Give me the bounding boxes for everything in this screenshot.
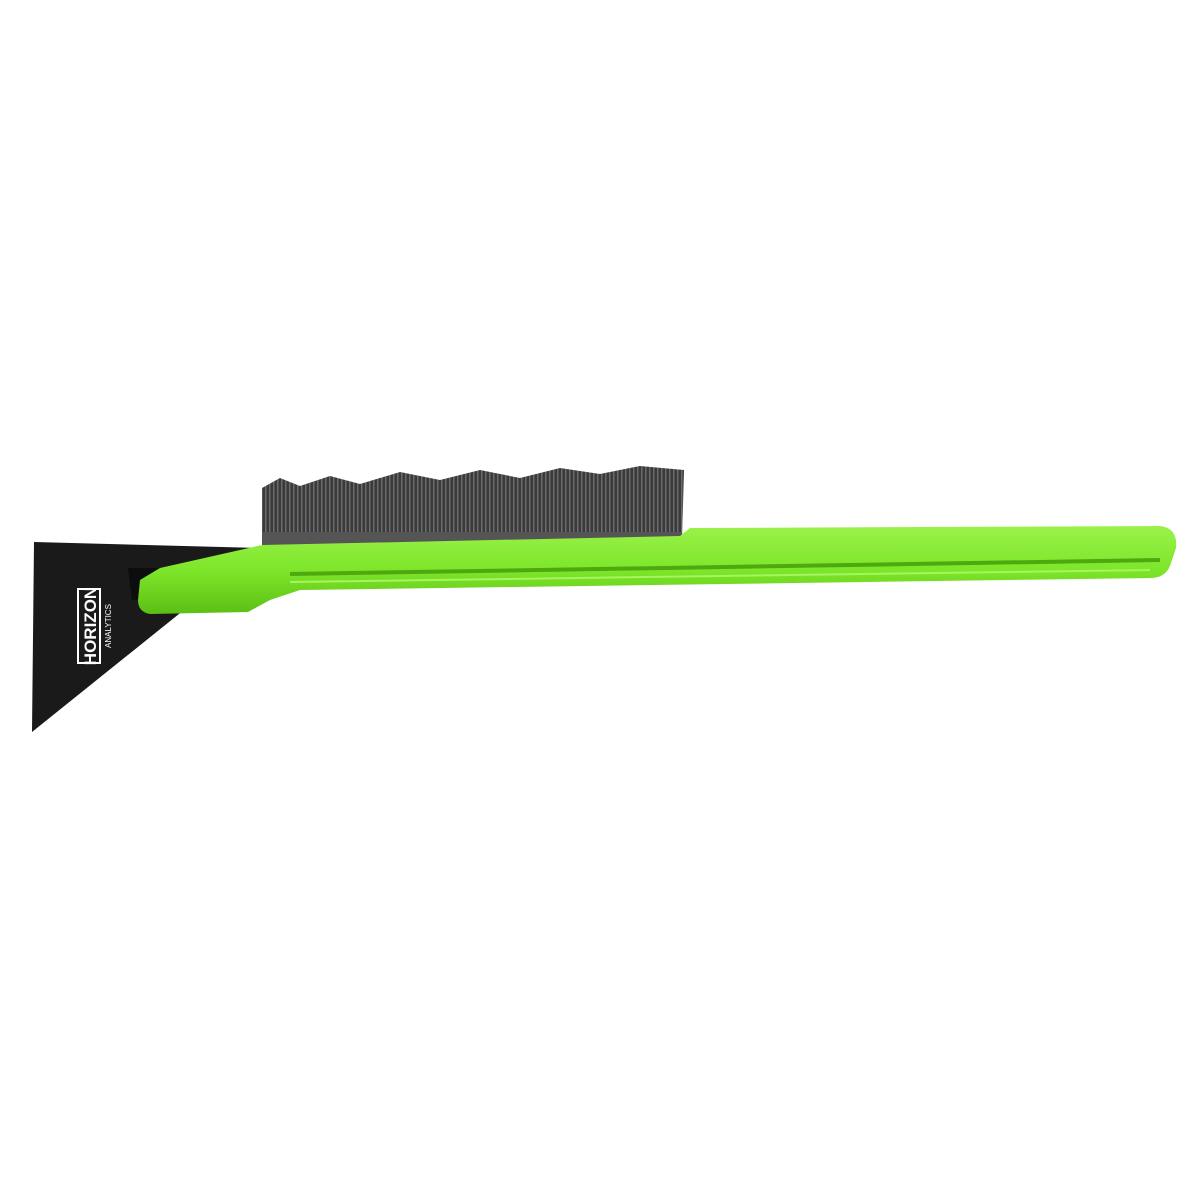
brush-handle	[138, 526, 1177, 614]
brand-logo: HORIZON ANALYTICS	[77, 587, 113, 665]
logo-brand-text: HORIZON	[81, 587, 100, 665]
brush-bristles	[262, 466, 684, 548]
logo-tagline-text: ANALYTICS	[104, 604, 113, 648]
